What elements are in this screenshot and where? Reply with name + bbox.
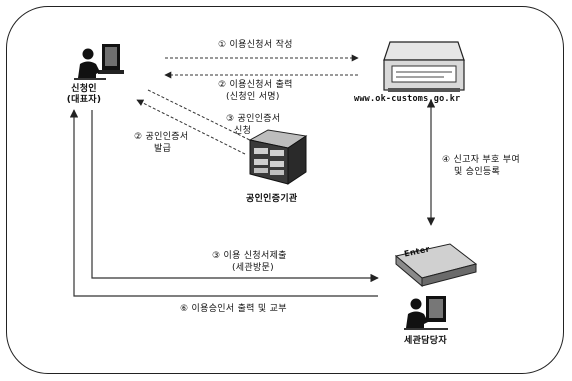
arrow-approval — [74, 110, 378, 296]
customs-officer-name: 세관담당자 — [404, 336, 447, 347]
step-2-label: ② 이용신청서 출력 — [218, 80, 293, 91]
step-2-sub: (신청인 서명) — [226, 92, 280, 103]
applicant-sub: (대표자) — [58, 95, 110, 106]
website-url: www.ok-customs.go.kr — [354, 94, 460, 105]
approval-label: ⑥ 이용승인서 출력 및 교부 — [180, 304, 287, 315]
filing-cabinet-icon — [250, 130, 306, 184]
submit-label: ③ 이용 신청서제출 — [212, 251, 287, 262]
cert-issue-label: ② 공인인증서 — [134, 132, 188, 143]
applicant-icon — [74, 44, 124, 80]
applicant-name: 신청인 — [58, 84, 110, 95]
register-label: ④ 신고자 부호 부여 — [442, 155, 520, 166]
cert-authority-name: 공인인증기관 — [246, 194, 297, 205]
submit-sub: (세관방문) — [232, 263, 274, 274]
printer-icon — [384, 42, 464, 92]
step-1-label: ① 이용신청서 작성 — [218, 40, 293, 51]
officer-person-icon — [404, 296, 448, 330]
cert-issue-sub: 발급 — [154, 144, 171, 155]
register-sub: 및 승인등록 — [454, 167, 500, 178]
cert-request-label: ③ 공인인증서 — [226, 114, 280, 125]
cert-request-sub: 신청 — [234, 126, 251, 137]
